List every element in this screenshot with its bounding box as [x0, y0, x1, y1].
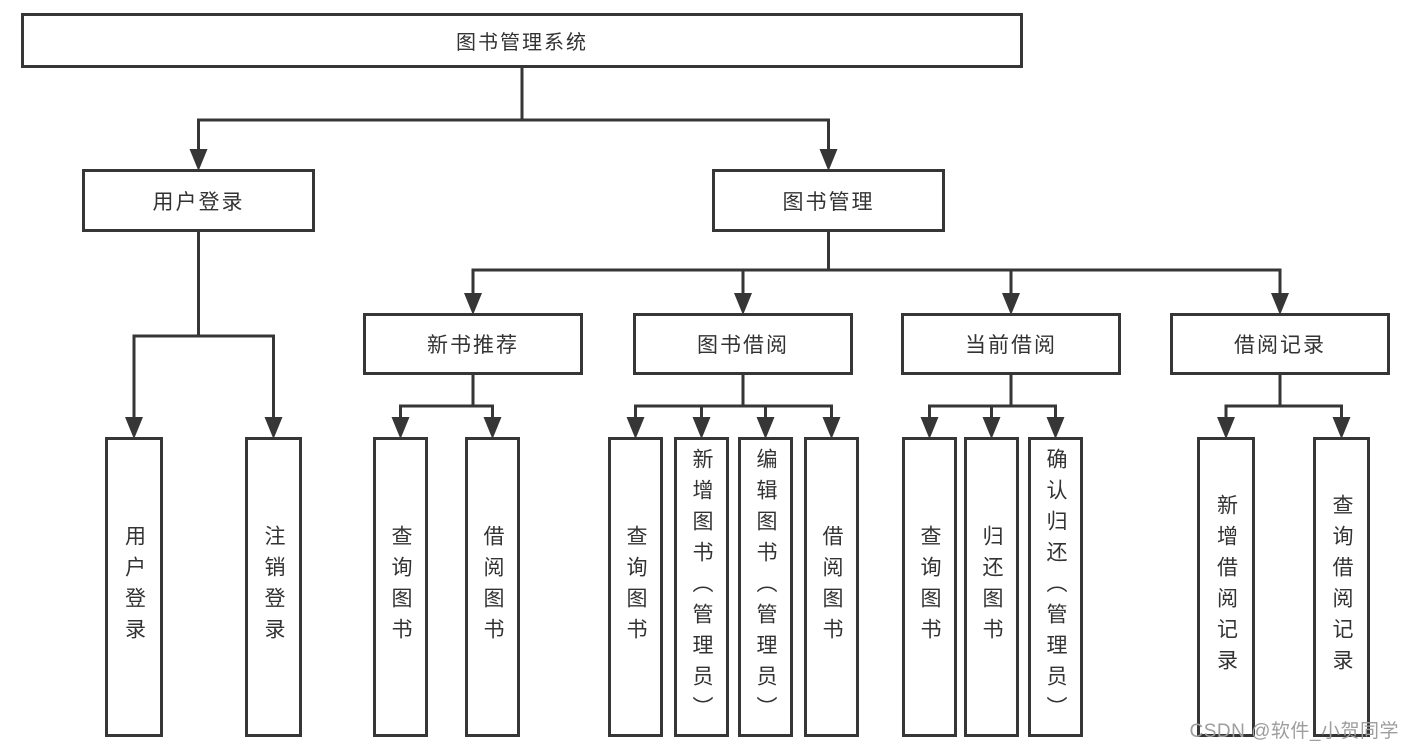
arrowhead-icon: [264, 417, 283, 439]
arrowhead-icon: [1271, 293, 1289, 315]
diagram-node-current-1: 查询图书: [902, 437, 957, 737]
diagram-node-records: 借阅记录: [1170, 313, 1390, 375]
diagram-node-newbook-1: 查询图书: [373, 437, 428, 737]
arrowhead-icon: [1217, 417, 1235, 439]
node-label-login-1: 用户登录: [122, 525, 146, 649]
arrowhead-icon: [734, 293, 752, 315]
node-label-current-1: 查询图书: [918, 525, 941, 649]
diagram-node-login-1: 用户登录: [105, 437, 163, 737]
diagram-node-newbook-2: 借阅图书: [465, 437, 520, 737]
node-label-newbook-1: 查询图书: [389, 525, 412, 649]
arrowhead-icon: [920, 417, 939, 439]
node-label-current: 当前借阅: [965, 334, 1057, 357]
node-label-newbook-2: 借阅图书: [481, 525, 504, 649]
diagram-node-bookmgmt: 图书管理: [712, 169, 945, 232]
arrowhead-icon: [464, 293, 482, 315]
arrowhead-icon: [1002, 293, 1020, 315]
diagram-node-newbook: 新书推荐: [363, 313, 583, 375]
arrowhead-icon: [483, 417, 502, 439]
arrowhead-icon: [125, 417, 143, 439]
node-label-bookmgmt: 图书管理: [782, 190, 875, 214]
diagram-node-login-2: 注销登录: [245, 437, 302, 737]
arrowhead-icon: [982, 417, 1001, 439]
node-label-records-1: 新增借阅记录: [1214, 494, 1238, 680]
diagram-node-current-2: 归还图书: [964, 437, 1019, 737]
diagram-node-borrow-3: 编辑图书（管理员）: [738, 437, 793, 737]
arrowhead-icon: [189, 149, 208, 171]
node-label-login: 用户登录: [152, 190, 245, 214]
diagram-node-borrow-4: 借阅图书: [804, 437, 859, 737]
diagram-node-current: 当前借阅: [901, 313, 1121, 375]
diagram-node-borrow: 图书借阅: [633, 313, 853, 375]
arrowhead-icon: [692, 417, 711, 439]
diagram-node-borrow-2: 新增图书（管理员）: [674, 437, 729, 737]
node-label-borrow-1: 查询图书: [624, 525, 647, 649]
arrowhead-icon: [1332, 417, 1351, 439]
node-label-current-2: 归还图书: [980, 525, 1003, 649]
arrowhead-icon: [756, 417, 775, 439]
node-label-records: 借阅记录: [1234, 334, 1326, 357]
diagram-node-login: 用户登录: [82, 169, 315, 232]
diagram-node-records-1: 新增借阅记录: [1197, 437, 1255, 737]
diagram-node-root: 图书管理系统: [21, 13, 1023, 68]
node-label-records-2: 查询借阅记录: [1330, 494, 1353, 680]
diagram-node-current-3: 确认归还（管理员）: [1028, 437, 1083, 737]
arrowhead-icon: [819, 149, 838, 171]
node-label-borrow-3: 编辑图书（管理员）: [754, 447, 777, 727]
node-label-borrow: 图书借阅: [697, 334, 789, 357]
node-label-login-2: 注销登录: [262, 525, 285, 649]
diagram-node-borrow-1: 查询图书: [608, 437, 663, 737]
node-label-borrow-2: 新增图书（管理员）: [690, 447, 713, 727]
watermark-text: CSDN @软件_小贺同学: [1189, 721, 1399, 742]
node-label-borrow-4: 借阅图书: [820, 525, 843, 649]
arrowhead-icon: [626, 417, 645, 439]
arrowhead-icon: [1046, 417, 1065, 439]
diagram-node-records-2: 查询借阅记录: [1313, 437, 1370, 737]
arrowhead-icon: [391, 417, 410, 439]
arrowhead-icon: [822, 417, 841, 439]
node-label-current-3: 确认归还（管理员）: [1044, 447, 1067, 727]
node-label-newbook: 新书推荐: [427, 334, 519, 357]
node-label-root: 图书管理系统: [456, 32, 588, 54]
